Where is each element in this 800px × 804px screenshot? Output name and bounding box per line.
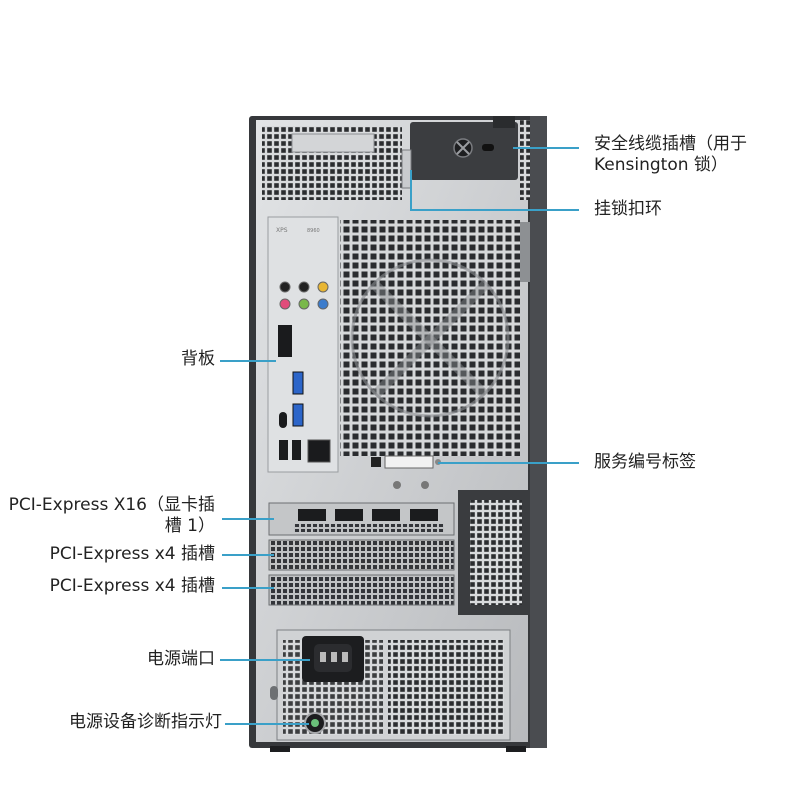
leader-padlock: [410, 209, 579, 211]
kensington-slot: [482, 144, 494, 151]
audio-jack: [317, 281, 329, 293]
ethernet-port: [307, 439, 331, 463]
usb-port: [279, 440, 288, 460]
leader-service-tag: [438, 462, 579, 464]
leader-psu-led: [225, 723, 309, 725]
service-tag-label: [384, 455, 434, 469]
usb-port: [292, 403, 304, 427]
label-back-panel: 背板: [181, 349, 215, 369]
video-port: [278, 325, 292, 357]
screw-icon: [393, 481, 401, 489]
pcie-x4-slot-b: [268, 574, 455, 606]
audio-jack: [279, 298, 291, 310]
audio-jack: [298, 298, 310, 310]
top-vent-bracket: [291, 133, 375, 153]
leader-padlock-v: [410, 170, 412, 210]
label-security-slot: 安全线缆插槽（用于 Kensington 锁）: [594, 134, 747, 176]
pcie-x4-slot-a: [268, 539, 455, 571]
leader-pcie-x4-b: [222, 587, 274, 589]
audio-jack: [317, 298, 329, 310]
screw-icon: [421, 481, 429, 489]
psu-vent: [388, 640, 504, 735]
leader-pcie-x16: [222, 518, 274, 520]
leader-security-slot: [513, 147, 579, 149]
security-slot-top: [493, 116, 515, 128]
audio-jack: [279, 281, 291, 293]
label-security-slot-line2: Kensington 锁）: [594, 155, 728, 175]
usb-c-port: [279, 412, 287, 428]
chassis-foot: [506, 746, 526, 752]
label-security-slot-line1: 安全线缆插槽（用于: [594, 134, 747, 154]
usb-port: [292, 440, 301, 460]
label-service-tag: 服务编号标签: [594, 452, 696, 472]
label-power-port: 电源端口: [147, 649, 215, 669]
label-pcie-x16: PCI-Express X16（显卡插 槽 1）: [9, 495, 215, 537]
label-padlock-ring: 挂锁扣环: [594, 199, 662, 219]
usb-port: [292, 371, 304, 395]
label-pcie-x4-b: PCI-Express x4 插槽: [49, 576, 215, 596]
io-plate-model: 8960: [307, 228, 320, 234]
leader-power-port: [220, 659, 310, 661]
io-plate-brand: XPS: [276, 227, 288, 234]
padlock-ring: [401, 149, 412, 189]
chassis-foot: [270, 746, 290, 752]
label-pcie-x16-line2: 槽 1）: [164, 516, 215, 536]
chassis-side-edge: [530, 116, 547, 748]
label-psu-led: 电源设备诊断指示灯: [69, 712, 222, 732]
leader-pcie-x4-a: [222, 554, 274, 556]
label-pcie-x16-line1: PCI-Express X16（显卡插: [8, 495, 215, 515]
fan-ring: [350, 258, 510, 418]
top-vent-right: [520, 120, 530, 200]
label-pcie-x4-a: PCI-Express x4 插槽: [49, 544, 215, 564]
audio-jack: [298, 281, 310, 293]
leader-back-panel: [220, 360, 276, 362]
